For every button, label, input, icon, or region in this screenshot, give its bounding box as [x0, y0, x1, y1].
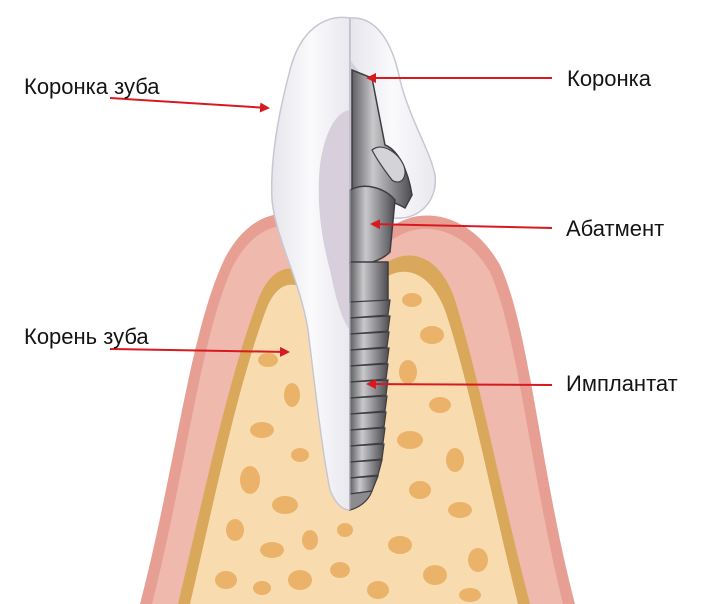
implant-neck — [350, 262, 388, 302]
label-implant: Имплантат — [566, 373, 678, 395]
abutment-collar — [350, 186, 395, 264]
arrow-implant — [368, 384, 552, 385]
arrow-crown-tooth — [110, 98, 268, 108]
label-crown: Коронка — [567, 68, 651, 90]
label-crown-tooth: Коронка зуба — [24, 76, 160, 98]
label-abutment: Абатмент — [566, 218, 664, 240]
label-root-tooth: Корень зуба — [24, 326, 149, 348]
